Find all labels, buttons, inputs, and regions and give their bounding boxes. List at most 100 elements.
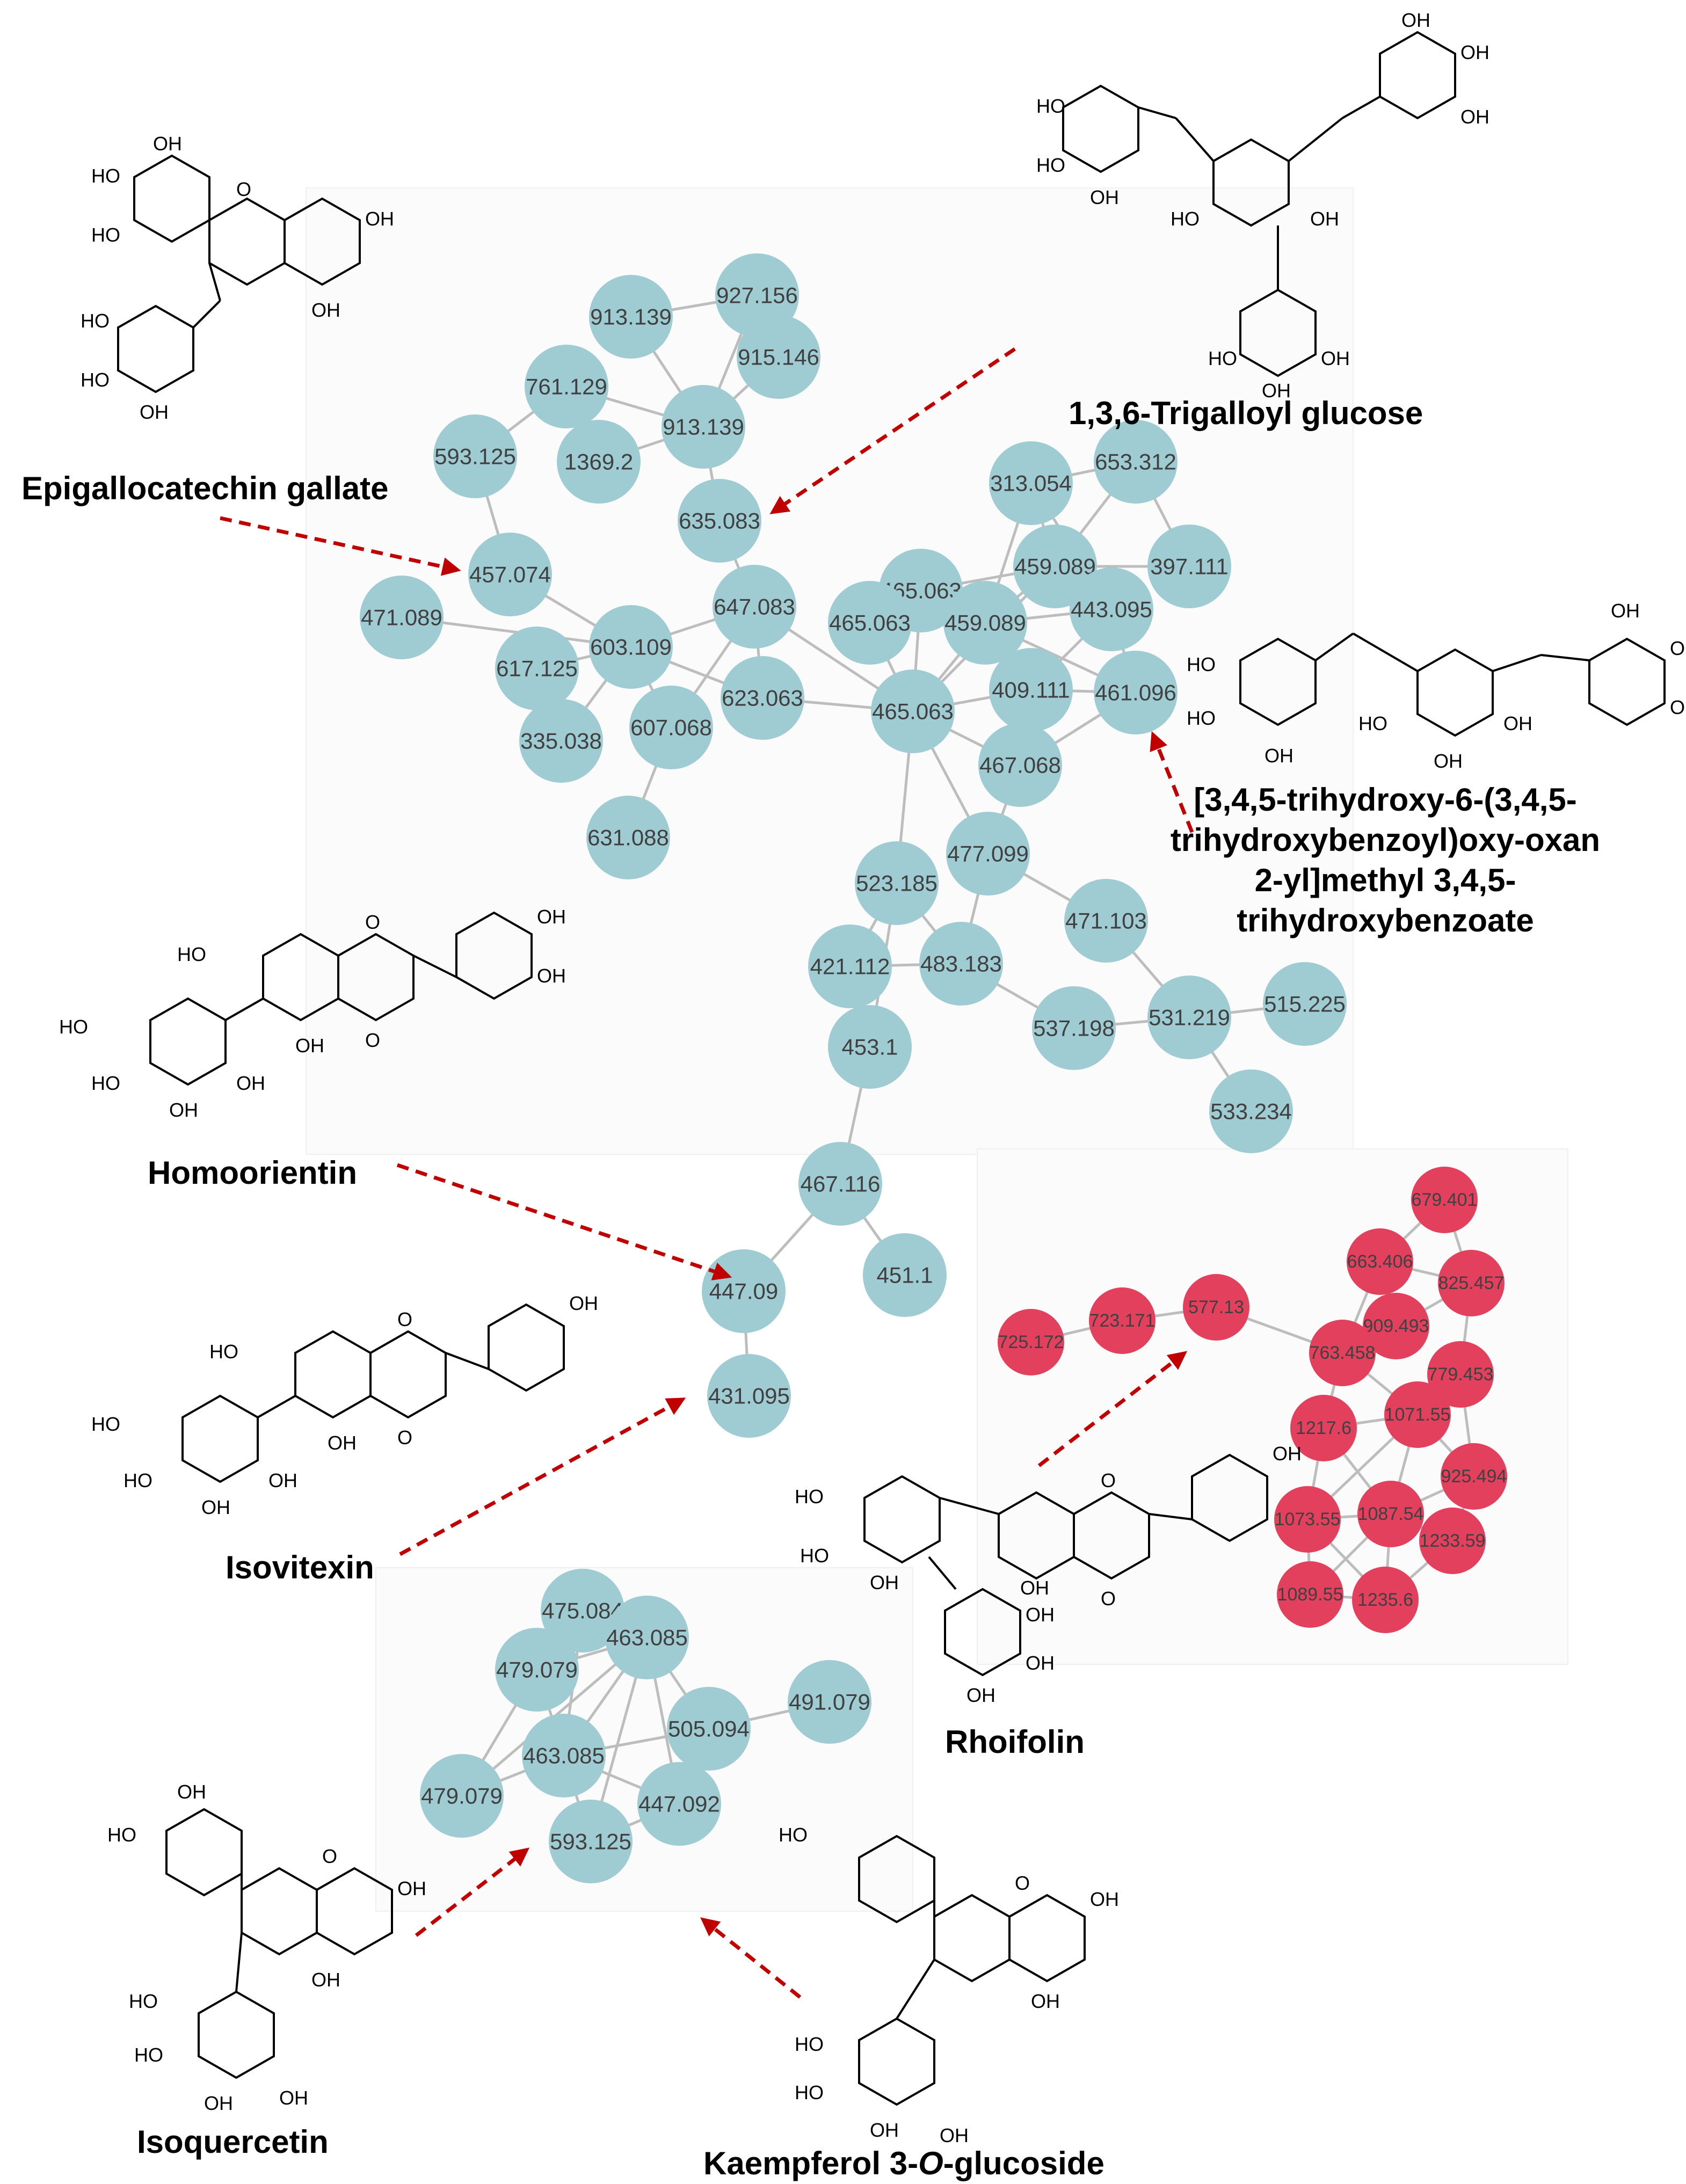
svg-text:HO: HO [795,1486,824,1508]
svg-text:OH: OH [268,1469,297,1491]
svg-text:OH: OH [1401,9,1430,31]
arrow-isoquercetin [415,1847,530,1937]
svg-text:OH: OH [365,208,394,230]
network-node-b38: 515.225 [1263,962,1347,1046]
svg-text:HO: HO [209,1341,238,1363]
node-label: 915.146 [738,345,819,370]
node-label: 479.079 [496,1657,578,1683]
svg-text:OH: OH [1460,41,1489,63]
network-node-r7: 909.493 [1363,1293,1429,1359]
node-label: 1073.55 [1275,1509,1341,1530]
node-circle [637,1762,721,1846]
node-circle [713,565,796,649]
svg-text:OH: OH [1026,1604,1055,1626]
network-node-b11: 617.125 [495,627,579,710]
svg-text:OH: OH [1026,1652,1055,1674]
node-label: 1071.55 [1385,1404,1451,1425]
svg-text:HO: HO [1036,154,1065,176]
node-circle [1147,975,1231,1059]
node-circle [1309,1320,1376,1386]
svg-text:OH: OH [1611,600,1640,622]
node-circle [828,581,912,665]
node-label: 913.139 [590,304,672,330]
network-node-b40: 467.116 [798,1142,882,1226]
node-circle [495,627,579,710]
node-label: 537.198 [1033,1016,1115,1041]
network-node-b2: 913.139 [589,275,673,359]
node-circle [1352,1567,1419,1633]
node-label: 453.1 [841,1035,898,1060]
node-label: 467.116 [801,1171,881,1197]
label-rhoifolin: Rhoifolin [945,1724,1085,1760]
label-egcg: Epigallocatechin gallate [21,470,389,506]
svg-text:HO: HO [1171,208,1200,230]
svg-text:OH: OH [169,1099,198,1121]
node-circle [1064,879,1148,963]
network-node-r5: 723.171 [1089,1287,1156,1354]
svg-text:OH: OH [295,1035,324,1057]
node-label: 1233.59 [1420,1531,1486,1551]
node-label: 927.156 [716,283,798,308]
node-circle [978,723,1062,807]
network-node-k1: 475.084 [541,1569,624,1652]
node-label: 635.083 [679,508,760,534]
annotation-arrows [220,347,1194,1999]
node-circle [808,924,892,1008]
node-label: 925.494 [1441,1466,1507,1487]
node-label: 431.095 [708,1384,790,1409]
network-node-r4: 725.172 [998,1309,1064,1375]
node-circle [989,441,1073,525]
network-node-b37: 531.219 [1147,975,1231,1059]
node-circle [943,581,1027,665]
node-circle [1274,1486,1341,1553]
structure-homoorientin: HO O OH OH HO OH O HO OH OH [59,906,566,1121]
network-node-k8: 447.092 [637,1762,721,1846]
network-node-k4: 491.079 [788,1660,871,1744]
svg-text:OH: OH [311,1969,340,1991]
node-label: 313.054 [990,471,1072,496]
node-label: 461.096 [1095,680,1176,705]
svg-text:OH: OH [1262,380,1291,402]
node-label: 459.089 [1014,554,1096,579]
svg-text:HO: HO [81,310,110,332]
label-kaempferol: Kaempferol 3-O-glucoside [703,2145,1104,2181]
svg-text:OH: OH [153,133,182,155]
node-label: 653.312 [1095,449,1176,475]
network-node-b8: 635.083 [678,479,761,563]
svg-text:OH: OH [1090,1888,1119,1910]
node-circle [707,1354,791,1438]
node-label: 467.068 [979,753,1061,778]
svg-text:OH: OH [966,1684,995,1706]
node-circle [828,1005,912,1089]
svg-text:HO: HO [129,1990,158,2012]
node-label: 471.089 [361,605,442,630]
network-node-b7: 1369.2 [557,420,641,504]
svg-text:OH: OH [279,2087,308,2109]
node-label: 463.085 [606,1625,688,1650]
network-node-b3: 915.146 [737,315,820,399]
node-label: 603.109 [590,635,672,660]
node-label: 623.063 [722,686,803,711]
svg-text:O: O [365,1029,380,1051]
node-label: 593.125 [434,444,516,469]
node-circle [1419,1508,1486,1574]
network-node-r13: 1073.55 [1274,1486,1341,1553]
node-label: 451.1 [876,1263,933,1288]
network-node-b16: 623.063 [721,656,804,740]
label-digalloyl-2: trihydroxybenzoyl)oxy-oxan [1171,822,1600,858]
network-node-b42: 451.1 [863,1233,947,1317]
network-node-r2: 663.406 [1347,1228,1413,1295]
svg-text:OH: OH [140,401,169,423]
svg-text:HO: HO [59,1016,88,1038]
structure-rhoifolin: OH HO O HO OH OH O OH OH OH [795,1443,1302,1706]
node-circle [495,1628,579,1712]
node-circle [557,420,641,504]
svg-text:OH: OH [1321,347,1350,369]
network-node-r15: 1233.59 [1419,1508,1486,1574]
network-node-r10: 1217.6 [1290,1395,1357,1461]
node-label: 663.406 [1347,1251,1413,1272]
network-node-k3: 479.079 [495,1628,579,1712]
network-node-k2: 463.085 [605,1596,689,1679]
network-node-b6: 593.125 [433,414,517,498]
node-circle [586,796,670,879]
